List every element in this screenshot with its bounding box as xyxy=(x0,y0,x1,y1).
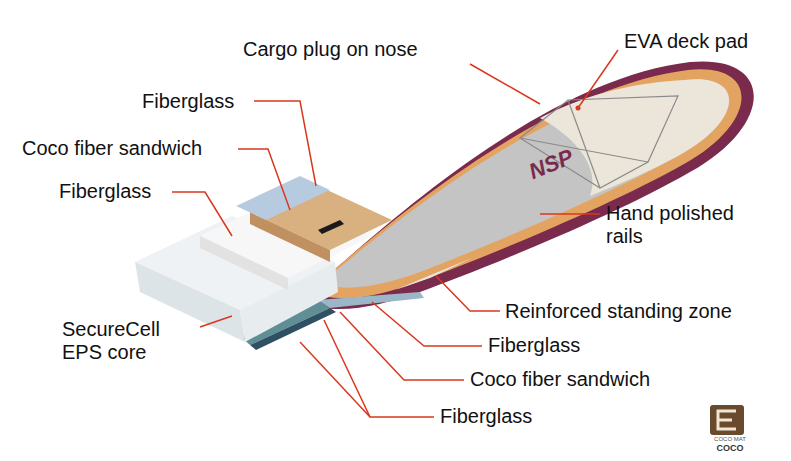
part-label: SecureCell EPS core xyxy=(62,318,197,364)
bungee xyxy=(520,96,678,188)
standing-zone xyxy=(395,258,472,290)
logo xyxy=(710,405,744,435)
part-label: EVA deck pad xyxy=(624,30,789,53)
logo-text: COCO MAT xyxy=(700,436,760,443)
part-label: Reinforced standing zone xyxy=(505,300,785,323)
part-label: Fiberglass xyxy=(488,334,600,357)
deck-pad xyxy=(540,79,729,196)
board-deck xyxy=(322,79,729,287)
leader-dot xyxy=(576,106,581,111)
cargo-plug xyxy=(318,220,344,234)
leader-lines xyxy=(172,50,618,417)
part-label: Cargo plug on nose xyxy=(243,38,483,61)
part-label: Fiberglass xyxy=(59,180,171,203)
part-label: Hand polished rails xyxy=(606,202,756,248)
board-rail xyxy=(300,61,754,309)
part-label: Coco fiber sandwich xyxy=(470,368,685,391)
part-label: Fiberglass xyxy=(440,405,552,428)
part-label: Fiberglass xyxy=(142,90,252,113)
logo-text: COCO xyxy=(700,443,760,454)
part-label: Coco fiber sandwich xyxy=(22,137,237,160)
board-rim xyxy=(310,69,742,298)
